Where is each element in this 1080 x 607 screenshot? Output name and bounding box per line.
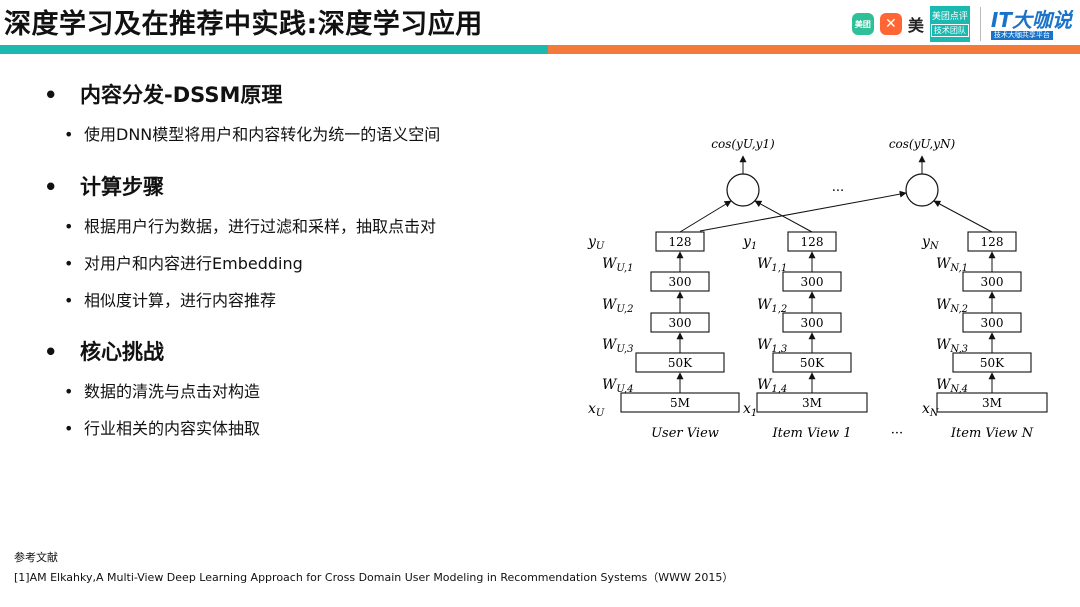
output-label-user: yU	[587, 234, 605, 252]
tech-team-logo: 美团点评 技术团队	[929, 6, 970, 42]
section-heading-steps: •计算步骤	[44, 175, 164, 199]
weight-label-item1-2: W1,2	[757, 297, 787, 315]
weight-label-itemN-2: WN,2	[936, 297, 968, 315]
section-item: •根据用户行为数据，进行过滤和采样，抽取点击对	[64, 217, 437, 236]
input-label-user: xU	[588, 401, 605, 419]
edge-item1-to-cos-left	[754, 200, 813, 233]
cos-right-label: cos(yU,yN)	[889, 137, 956, 151]
meituan-logo-icon: 美团	[851, 13, 874, 35]
bottom-ellipsis: ···	[891, 426, 903, 441]
layer-box-item1-0	[787, 231, 837, 252]
references: 参考文献 [1]AM Elkahky,A Multi-View Deep Lea…	[14, 548, 733, 588]
input-label-item1: x1	[743, 401, 757, 419]
layer-size-label: 300	[669, 316, 692, 330]
section-heading-challenges: •核心挑战	[44, 340, 164, 364]
edge-itemN-to-cos-right	[933, 200, 993, 233]
section-item: •相似度计算，进行内容推荐	[64, 291, 277, 310]
weight-label-user-1: WU,1	[602, 256, 633, 274]
view-label-user: User View	[651, 426, 719, 441]
layer-size-label: 5M	[670, 396, 690, 410]
layer-size-label: 3M	[802, 396, 822, 410]
cosine-node-left	[726, 173, 760, 207]
header-bar-orange	[548, 45, 1080, 54]
top-ellipsis: ...	[832, 180, 844, 195]
weight-label-itemN-4: WN,4	[936, 377, 968, 395]
layer-size-label: 300	[981, 275, 1004, 289]
section-item: •数据的清洗与点击对构造	[64, 382, 261, 401]
reference-item: [1]AM Elkahky,A Multi-View Deep Learning…	[14, 571, 734, 584]
output-label-itemN: yN	[921, 234, 940, 252]
layer-size-label: 128	[801, 235, 824, 249]
weight-label-itemN-3: WN,3	[936, 337, 968, 355]
edge-user-to-cos-right	[699, 190, 907, 232]
view-label-itemN: Item View N	[950, 426, 1034, 441]
layer-size-label: 128	[981, 235, 1004, 249]
header-bar-teal	[0, 45, 548, 54]
weight-label-user-3: WU,3	[602, 337, 633, 355]
mei-text: 美	[907, 16, 924, 35]
edge-user-to-cos-left	[679, 200, 732, 233]
layer-size-label: 300	[801, 316, 824, 330]
layer-size-label: 50K	[980, 356, 1005, 370]
section-item: •使用DNN模型将用户和内容转化为统一的语义空间	[64, 125, 441, 144]
section-heading-dssm: •内容分发-DSSM原理	[44, 83, 283, 107]
header-logos: 美团 ✕ 美 美团点评 技术团队 IT大咖说 技术大咖共享平台	[851, 6, 1072, 42]
input-label-itemN: xN	[922, 401, 940, 419]
layer-box-user-0	[655, 231, 705, 252]
it-logo-sub: 技术大咖共享平台	[990, 30, 1053, 40]
logo-divider	[979, 7, 981, 41]
view-label-item1: Item View 1	[771, 426, 851, 441]
weight-label-user-2: WU,2	[602, 297, 633, 315]
weight-label-item1-1: W1,1	[757, 256, 787, 274]
cos-left-label: cos(yU,y1)	[711, 137, 775, 151]
section-item: •行业相关的内容实体抽取	[64, 419, 261, 438]
section-item: •对用户和内容进行Embedding	[64, 254, 303, 273]
layer-size-label: 300	[801, 275, 824, 289]
tech-team-top: 美团点评	[931, 12, 968, 22]
cosine-node-right	[905, 173, 939, 207]
layer-size-label: 50K	[668, 356, 693, 370]
layer-size-label: 300	[669, 275, 692, 289]
page-title: 深度学习及在推荐中实践:深度学习应用	[4, 9, 483, 40]
tech-team-bottom: 技术团队	[930, 24, 969, 37]
layer-box-itemN-0	[967, 231, 1017, 252]
it-logo-main: IT大咖说	[990, 7, 1072, 32]
layer-size-label: 50K	[800, 356, 825, 370]
dianping-logo-icon: ✕	[879, 13, 902, 35]
layer-size-label: 128	[669, 235, 692, 249]
layer-size-label: 3M	[982, 396, 1002, 410]
output-label-item1: y1	[742, 234, 757, 252]
weight-label-itemN-1: WN,1	[936, 256, 968, 274]
weight-label-item1-3: W1,3	[757, 337, 787, 355]
layer-size-label: 300	[981, 316, 1004, 330]
weight-label-item1-4: W1,4	[757, 377, 787, 395]
references-heading: 参考文献	[14, 551, 58, 564]
it-dakashuo-logo: IT大咖说 技术大咖共享平台	[990, 7, 1072, 40]
weight-label-user-4: WU,4	[602, 377, 633, 395]
